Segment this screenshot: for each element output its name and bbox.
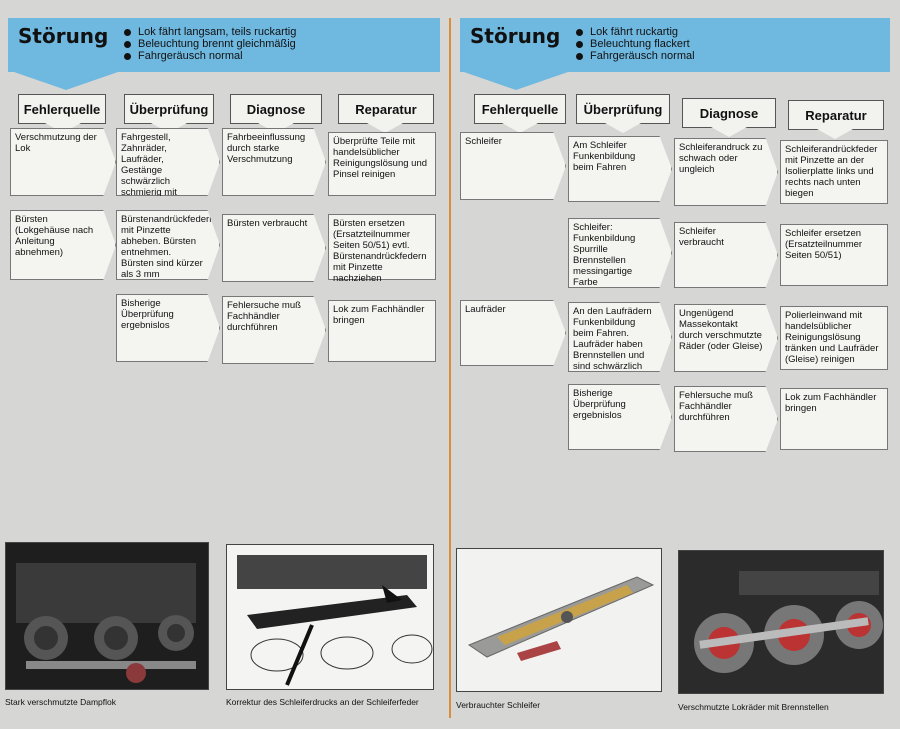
header-fehlerquelle: Fehlerquelle xyxy=(18,94,106,133)
photo-worn-pickup xyxy=(456,548,662,692)
photo-dirty-locomotive xyxy=(5,542,209,690)
photo-caption: Verbrauchter Schleifer xyxy=(456,700,541,710)
banner-arrow xyxy=(14,72,118,90)
locomotive-image-icon xyxy=(6,543,208,689)
cell-diagnose: Fehlersuche muß Fachhändler durchführen xyxy=(222,296,326,364)
cell-reparatur: Bürsten ersetzen (Ersatzteilnummer Seite… xyxy=(328,214,436,284)
cell-diagnose: Schleiferandruck zu schwach oder ungleic… xyxy=(674,138,778,206)
page-divider xyxy=(449,18,451,718)
drawing-pickup-spring xyxy=(226,544,434,690)
cell-ueberpruefung: Am Schleifer Funkenbildung beim Fahren xyxy=(568,136,672,202)
cell-ueberpruefung: Bürstenandrückfedern mit Pinzette abhebe… xyxy=(116,210,220,280)
stoerung-title: Störung xyxy=(470,24,561,48)
symptom-list: Lok fährt ruckartig Beleuchtung flackert… xyxy=(576,26,695,62)
header-diagnose: Diagnose xyxy=(230,94,322,133)
header-fehlerquelle: Fehlerquelle xyxy=(474,94,566,133)
cell-reparatur: Schleifer ersetzen (Ersatzteilnummer Sei… xyxy=(780,224,888,286)
symptom-banner: Störung Lok fährt langsam, teils ruckart… xyxy=(8,18,440,72)
header-ueberpruefung: Überprüfung xyxy=(124,94,214,133)
banner-arrow xyxy=(464,72,568,90)
symptom-item: Lok fährt langsam, teils ruckartig xyxy=(124,26,296,38)
photo-dirty-wheels xyxy=(678,550,884,694)
cell-ueberpruefung: Schleifer: Funkenbildung Spurrille Brenn… xyxy=(568,218,672,288)
wheels-image-icon xyxy=(679,551,883,693)
photo-caption: Stark verschmutzte Dampflok xyxy=(5,697,117,707)
left-page: Störung Lok fährt langsam, teils ruckart… xyxy=(5,18,440,707)
header-ueberpruefung: Überprüfung xyxy=(576,94,670,133)
cell-diagnose: Fehlersuche muß Fachhändler durchführen xyxy=(674,386,778,452)
cell-ueberpruefung: Fahrgestell, Zahnräder, Laufräder, Gestä… xyxy=(116,128,220,196)
cell-fehlerquelle: Bürsten (Lokgehäuse nach Anleitung abneh… xyxy=(10,210,116,280)
symptom-item: Fahrgeräusch normal xyxy=(124,50,296,62)
cell-ueberpruefung: Bisherige Überprüfung ergebnislos xyxy=(116,294,220,362)
cell-reparatur: Polierleinwand mit handelsüblicher Reini… xyxy=(780,306,888,370)
cell-fehlerquelle: Schleifer xyxy=(460,132,566,200)
cell-diagnose: Schleifer verbraucht xyxy=(674,222,778,288)
cell-diagnose: Fahrbeeinflussung durch starke Verschmut… xyxy=(222,128,326,196)
symptom-item: Beleuchtung brennt gleichmäßig xyxy=(124,38,296,50)
cell-diagnose: Bürsten verbraucht xyxy=(222,214,326,282)
header-diagnose: Diagnose xyxy=(682,98,776,137)
symptom-item: Fahrgeräusch normal xyxy=(576,50,695,62)
header-reparatur: Reparatur xyxy=(338,94,434,133)
cell-ueberpruefung: Bisherige Überprüfung ergebnislos xyxy=(568,384,672,450)
cell-reparatur: Lok zum Fachhändler bringen xyxy=(328,300,436,362)
cell-reparatur: Überprüfte Teile mit handelsüblicher Rei… xyxy=(328,132,436,196)
pickup-drawing-icon xyxy=(227,545,433,689)
right-page: Störung Lok fährt ruckartig Beleuchtung … xyxy=(450,0,900,729)
photo-caption: Korrektur des Schleiferdrucks an der Sch… xyxy=(226,697,419,707)
cell-reparatur: Schleiferandrückfeder mit Pinzette an de… xyxy=(780,140,888,204)
cell-reparatur: Lok zum Fachhändler bringen xyxy=(780,388,888,450)
cell-fehlerquelle: Verschmutzung der Lok xyxy=(10,128,116,196)
photo-caption: Verschmutzte Lokräder mit Brennstellen xyxy=(678,702,829,712)
symptom-item: Beleuchtung flackert xyxy=(576,38,695,50)
stoerung-title: Störung xyxy=(18,24,109,48)
cell-fehlerquelle: Laufräder xyxy=(460,300,566,366)
cell-ueberpruefung: An den Laufrädern Funkenbildung beim Fah… xyxy=(568,302,672,372)
cell-diagnose: Ungenügend Massekontakt durch verschmutz… xyxy=(674,304,778,372)
header-reparatur: Reparatur xyxy=(788,100,884,139)
pickup-image-icon xyxy=(457,549,661,691)
symptom-list: Lok fährt langsam, teils ruckartig Beleu… xyxy=(124,26,296,62)
symptom-banner: Störung Lok fährt ruckartig Beleuchtung … xyxy=(460,18,890,72)
symptom-item: Lok fährt ruckartig xyxy=(576,26,695,38)
